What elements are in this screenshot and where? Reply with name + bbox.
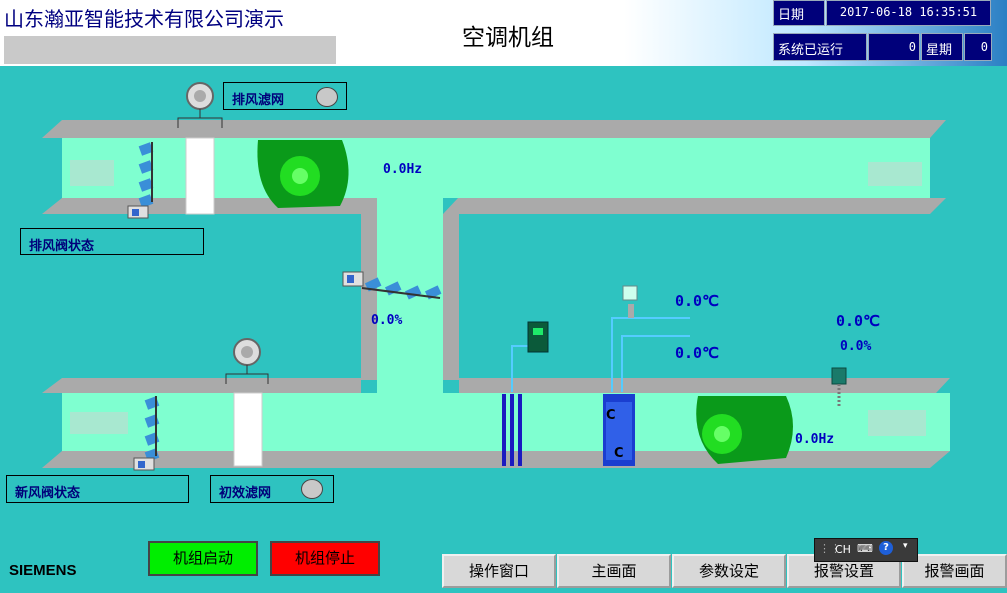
runtime-label: 系统已运行 [773,33,867,61]
nav-parameter-settings[interactable]: 参数设定 [672,554,786,588]
minimize-icon[interactable]: ▾ [903,541,908,551]
help-icon[interactable]: ? [879,541,893,555]
temperature-2: 0.0℃ [675,344,719,362]
primary-filter-box: 初效滤网 [210,475,334,503]
primary-filter-label: 初效滤网 [219,486,272,501]
grip-icon: ⋮⋮ [819,542,841,555]
exhaust-damper-label: 排风阀状态 [29,239,95,254]
exhaust-fan-frequency: 0.0Hz [383,162,423,177]
nav-main-screen[interactable]: 主画面 [557,554,671,588]
runtime-value: 0 [868,33,920,61]
page-title: 空调机组 [462,25,554,51]
coil-label-1: C [606,408,616,423]
ime-toolbar[interactable]: ⋮⋮ CH ⌨ ? ▾ [814,538,918,562]
mix-damper-opening: 0.0% [371,313,403,328]
datetime-value: 2017-06-18 16:35:51 [826,0,991,26]
fresh-damper-label: 新风阀状态 [15,486,81,501]
supply-humidity: 0.0% [840,339,872,354]
duct-diagram [42,82,950,471]
coil-label-2: C [614,446,624,461]
exhaust-filter-box: 排风滤网 [223,82,347,110]
header-subbar [4,36,336,64]
fresh-damper-status-box: 新风阀状态 [6,475,189,503]
exhaust-filter-status-indicator [316,87,338,107]
temperature-1: 0.0℃ [675,292,719,310]
nav-operation-window[interactable]: 操作窗口 [442,554,556,588]
supply-fan-frequency: 0.0Hz [795,432,835,447]
primary-filter-status-indicator [301,479,323,499]
ime-language[interactable]: CH [835,543,851,556]
unit-start-button[interactable]: 机组启动 [148,541,258,576]
siemens-logo: SIEMENS [9,562,77,579]
company-name: 山东瀚亚智能技术有限公司演示 [4,7,284,31]
date-label: 日期 [773,0,825,26]
nav-alarm-screen[interactable]: 报警画面 [902,554,1007,588]
exhaust-damper-status-box: 排风阀状态 [20,228,204,255]
weekday-label: 星期 [921,33,963,61]
unit-stop-button[interactable]: 机组停止 [270,541,380,576]
weekday-value: 0 [964,33,992,61]
supply-temperature: 0.0℃ [836,312,880,330]
exhaust-filter-label: 排风滤网 [232,93,285,108]
keyboard-icon[interactable]: ⌨ [857,542,873,555]
